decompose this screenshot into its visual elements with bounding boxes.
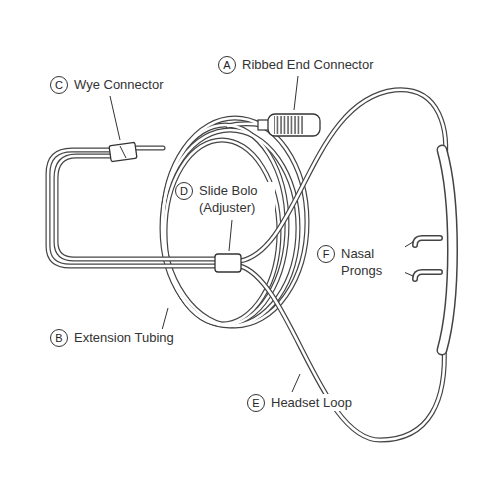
callout-letter: A [218, 56, 236, 74]
part-name: Extension Tubing [72, 329, 176, 346]
callout: CWye Connector [50, 76, 165, 94]
part-name: Slide Bolo (Adjuster) [197, 182, 275, 216]
callout: BExtension Tubing [50, 329, 176, 347]
callout-letter: B [50, 329, 68, 347]
callout: EHeadset Loop [247, 394, 354, 412]
callout-letter: D [175, 182, 193, 200]
nasal-prongs [415, 150, 453, 350]
part-name: Headset Loop [269, 394, 354, 411]
slide-bolo [215, 254, 241, 272]
wye-connector [109, 142, 137, 161]
part-name: Wye Connector [72, 76, 165, 93]
part-name: Nasal Prongs [339, 245, 405, 279]
callout: DSlide Bolo (Adjuster) [175, 182, 275, 216]
callout-letter: C [50, 76, 68, 94]
callout: ARibbed End Connector [218, 56, 376, 74]
callout-letter: E [247, 394, 265, 412]
callout: FNasal Prongs [317, 245, 405, 279]
cannula-tubing [48, 90, 446, 440]
callout-letter: F [317, 245, 335, 263]
ribbed-end-connector [258, 114, 320, 136]
part-name: Ribbed End Connector [240, 56, 376, 73]
